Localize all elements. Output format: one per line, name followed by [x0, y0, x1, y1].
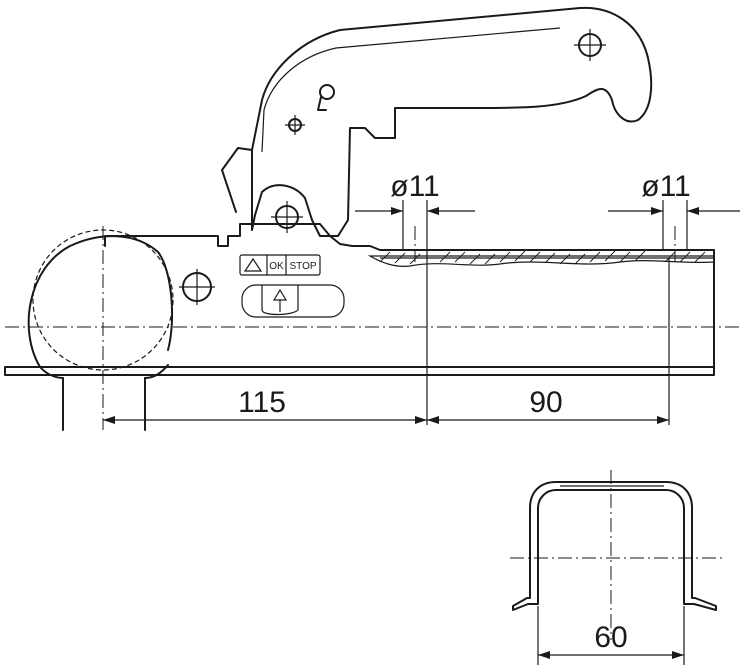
dimension-115: 115 [103, 386, 427, 424]
channel-profile-outer [512, 481, 717, 611]
housing-body [104, 223, 715, 368]
dim-90-label: 90 [529, 386, 562, 419]
coupling-side-view: OK STOP [4, 6, 740, 431]
dimension-90: 90 [427, 386, 669, 424]
dim-hole-left-label: ø11 [390, 170, 439, 203]
pivot-hole-main [271, 201, 303, 233]
tube-section-hatch [367, 250, 715, 267]
warning-triangle-icon [243, 257, 263, 272]
dim-115-label: 115 [238, 386, 286, 419]
dim-hole-right-label: ø11 [641, 170, 690, 203]
ok-label: OK [269, 261, 284, 272]
ball-socket-housing [27, 235, 174, 368]
mounting-hole-housing [179, 269, 215, 305]
safety-label: OK STOP [239, 254, 321, 276]
pivot-hole-top [574, 29, 606, 61]
dim-60-label: 60 [594, 621, 627, 654]
dimension-hole-left: ø11 [355, 170, 475, 215]
keyhole [317, 84, 335, 111]
dimension-60: 60 [538, 621, 684, 659]
lever-handle [221, 6, 653, 237]
arrow-up-icon [272, 288, 288, 312]
stop-label: STOP [289, 261, 316, 272]
dimension-hole-right: ø11 [608, 170, 740, 215]
base-flange [4, 366, 715, 376]
pivot-hole-small [285, 115, 305, 135]
wear-indicator [241, 284, 345, 318]
